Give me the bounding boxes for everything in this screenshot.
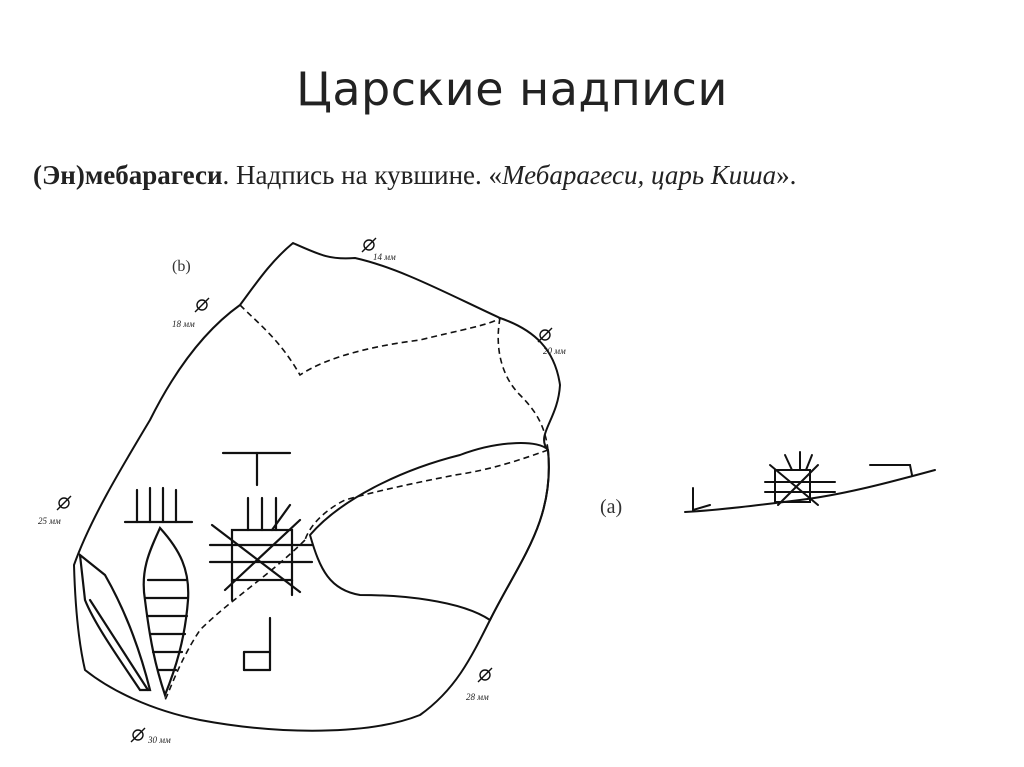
measure-bottom: 30 мм — [147, 735, 171, 745]
measure-top: 14 мм — [373, 252, 396, 262]
caption: (Эн)мебарагеси. Надпись на кувшине. «Меб… — [33, 160, 1013, 191]
slide-title: Царские надписи — [296, 62, 728, 116]
figure-label-b: (b) — [172, 258, 191, 275]
caption-quote: Мебарагеси, царь Киша — [502, 160, 777, 190]
measure-left-top: 18 мм — [172, 319, 195, 329]
fragment-outline — [73, 242, 561, 732]
measure-right-bottom: 28 мм — [466, 692, 489, 702]
measure-left-mid: 25 мм — [38, 516, 61, 526]
figure-label-a: (a) — [600, 496, 622, 518]
measure-right-top: 20 мм — [543, 346, 566, 356]
fragment-inner — [309, 442, 550, 621]
caption-name: (Эн)мебарагеси — [33, 160, 223, 190]
caption-text: . Надпись на кувшине. « — [222, 160, 503, 190]
caption-end: ». — [776, 160, 797, 190]
